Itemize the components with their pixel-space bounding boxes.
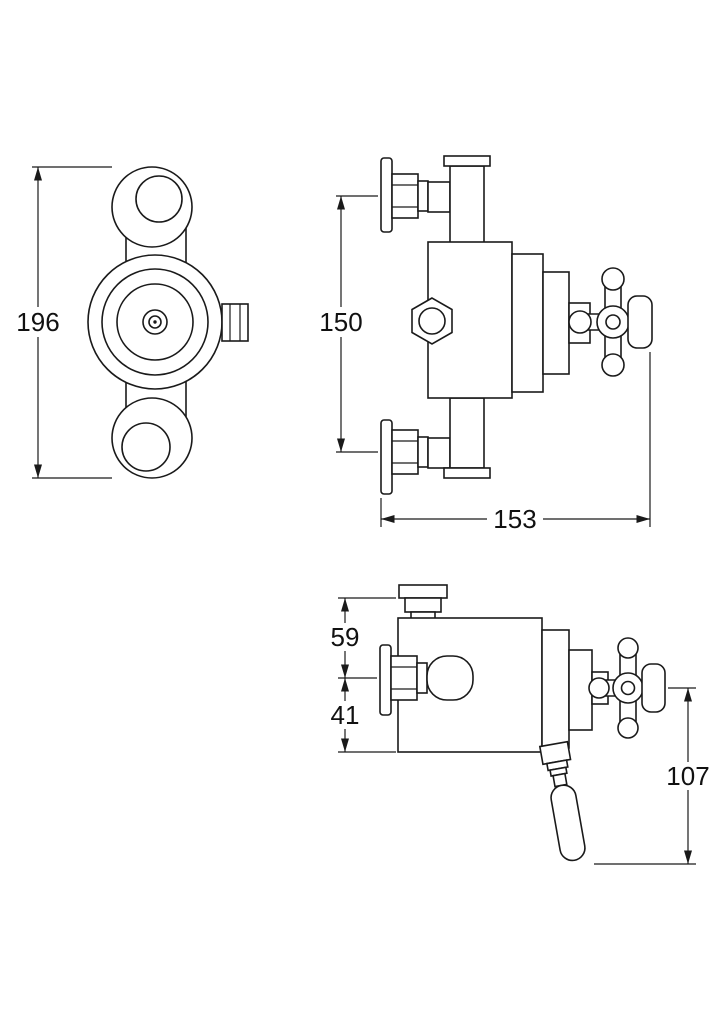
top-outlet-plate [398,584,448,599]
handle-ball-left [568,310,592,334]
label-mask-41 [325,701,366,729]
dimension-41: 41 [325,678,396,753]
bonnet-flange-2 [542,271,570,375]
bottom-pipe [449,397,485,469]
front-view [87,166,249,479]
inlet-boss [426,655,474,701]
dimension-107: 107 [594,687,717,865]
dimension-label-107: 107 [666,761,709,791]
bottom-union-collar [417,436,429,468]
top-union-nut [391,173,419,219]
body-cap-dot [153,320,157,324]
lever-handle [538,740,586,862]
bottom-pipe-cap [443,467,491,479]
side-outlet-plug [221,303,249,342]
handle-ball-bottom [601,353,625,377]
handle-hub-center [620,680,636,696]
top-outlet-nut [404,597,442,613]
top-union-inner [135,175,183,223]
dimension-label-153: 153 [493,504,536,534]
dimension-label-196: 196 [16,307,59,337]
top-union-collar [417,180,429,212]
inlet-flange [379,644,392,716]
dimension-196: 196 [12,166,112,479]
bottom-union-inner [121,422,171,472]
bottom-wall-flange [380,419,393,495]
top-wall-flange [380,157,393,233]
label-mask-196 [12,307,65,337]
bottom-connector [427,437,451,469]
side-view [380,155,653,495]
inlet-nut [390,655,418,701]
top-pipe [449,165,485,245]
label-mask-59 [325,623,366,651]
lever-grip [550,784,586,862]
handle-skirt [641,663,666,713]
handle-ball-bottom [617,717,639,739]
handle-skirt [627,295,653,349]
dimension-150: 150 [314,195,378,453]
top-pipe-cap [443,155,491,167]
dimension-label-150: 150 [319,307,362,337]
dimension-153: 153 [380,352,651,534]
inlet-collar [416,662,428,694]
side-view-lever [379,584,666,862]
handle-hub-center [605,314,621,330]
handle-ball-left [588,677,610,699]
dimension-59: 59 [325,597,396,679]
dimension-label-41: 41 [331,700,360,730]
bottom-union-nut [391,429,419,475]
hex-plug-bore [418,307,446,335]
bonnet-flange-1 [541,629,570,749]
handle-ball-top [601,267,625,291]
bonnet-flange-1 [511,253,544,393]
label-mask-107 [660,762,717,790]
handle-ball-top [617,637,639,659]
label-mask-150 [314,307,368,337]
label-mask-153 [487,504,543,534]
dimension-label-59: 59 [331,622,360,652]
top-connector [427,181,451,213]
